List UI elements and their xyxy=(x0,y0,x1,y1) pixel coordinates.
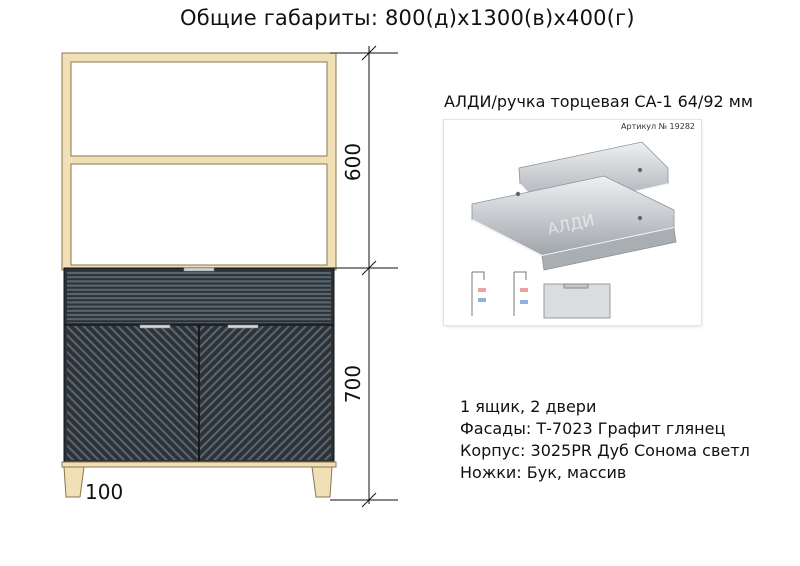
top-section-height: 600 xyxy=(341,143,365,181)
door-groove xyxy=(115,326,198,409)
door-groove xyxy=(212,341,331,460)
door-groove xyxy=(221,350,331,460)
handle-illustration: АЛДИ xyxy=(471,141,677,319)
door-groove xyxy=(280,409,331,460)
door-groove xyxy=(0,325,44,465)
door-groove xyxy=(200,326,291,417)
right-door-pattern xyxy=(0,325,331,465)
door-groove xyxy=(67,350,177,460)
door-groove xyxy=(124,326,198,400)
door-groove xyxy=(255,384,331,460)
left-door-handle xyxy=(139,324,171,329)
base-and-legs xyxy=(61,461,337,498)
leg-height: 100 xyxy=(85,480,124,504)
specifications-list: 1 ящик, 2 двери Фасады: Т-7023 Графит гл… xyxy=(460,396,750,484)
door-groove xyxy=(200,326,257,383)
screw-hole-icon xyxy=(515,191,521,197)
door-groove xyxy=(67,326,198,460)
profile-section-sketch xyxy=(471,271,611,319)
screw-hole-icon xyxy=(637,167,643,173)
door-groove xyxy=(67,384,143,460)
door-groove xyxy=(67,358,169,460)
door-groove xyxy=(200,326,240,366)
right-door-handle xyxy=(227,324,259,329)
door-groove xyxy=(141,326,198,383)
door-groove xyxy=(229,358,331,460)
door-groove xyxy=(200,326,266,392)
door-groove xyxy=(90,326,198,434)
door-groove xyxy=(149,326,198,375)
lower-shelf-opening xyxy=(70,163,328,266)
drawer-front xyxy=(63,267,335,326)
door-groove xyxy=(238,367,331,460)
door-groove xyxy=(67,341,186,460)
handle-title: АЛДИ/ручка торцевая СА-1 64/92 мм xyxy=(444,92,753,111)
door-groove xyxy=(0,325,44,465)
door-groove xyxy=(200,326,300,426)
door-groove xyxy=(67,367,160,460)
door-groove xyxy=(67,409,118,460)
drawer-handle xyxy=(183,267,215,272)
door-groove xyxy=(200,326,308,434)
door-groove xyxy=(158,326,198,366)
door-groove xyxy=(107,326,198,417)
door-groove xyxy=(0,325,69,465)
door-groove xyxy=(98,326,198,426)
door-groove xyxy=(0,325,52,465)
spec-body: Корпус: 3025PR Дуб Сонома светл xyxy=(460,441,750,460)
upper-shelf-opening xyxy=(70,61,328,157)
lower-doors xyxy=(0,324,335,465)
door-groove xyxy=(67,375,152,460)
door-groove xyxy=(67,401,126,460)
door-groove xyxy=(81,326,198,443)
door-groove xyxy=(67,333,194,460)
door-groove xyxy=(67,418,109,460)
spec-composition: 1 ящик, 2 двери xyxy=(460,397,597,416)
door-groove xyxy=(0,325,53,465)
door-groove xyxy=(200,326,232,358)
door-groove xyxy=(67,426,101,460)
door-groove xyxy=(67,435,92,460)
door-groove xyxy=(297,426,331,460)
door-groove xyxy=(200,326,325,451)
door-groove xyxy=(132,326,198,392)
left-leg xyxy=(63,466,85,498)
handle-photo-card: Артикул № 19282 АЛДИ xyxy=(444,120,701,325)
door-groove xyxy=(0,325,61,465)
door-groove xyxy=(0,325,70,465)
door-groove xyxy=(200,326,274,400)
door-groove xyxy=(73,326,198,451)
door-groove xyxy=(200,326,249,375)
screw-hole-icon xyxy=(637,215,643,221)
door-groove xyxy=(272,401,331,460)
door-groove xyxy=(246,375,331,460)
door-groove xyxy=(0,325,61,465)
left-door-pattern xyxy=(0,325,198,465)
right-leg xyxy=(311,466,333,498)
door-groove xyxy=(263,392,331,460)
door-groove xyxy=(166,326,198,358)
dimension-lines xyxy=(330,45,398,508)
door-groove xyxy=(0,325,35,465)
overall-dimensions-title: Общие габариты: 800(д)x1300(в)x400(г) xyxy=(180,6,635,30)
door-groove xyxy=(200,326,283,409)
spec-legs: Ножки: Бук, массив xyxy=(460,463,627,482)
article-number: Артикул № 19282 xyxy=(621,122,695,131)
door-groove xyxy=(67,392,135,460)
door-groove xyxy=(289,418,331,460)
bottom-section-height: 700 xyxy=(341,365,365,403)
spec-facades: Фасады: Т-7023 Графит глянец xyxy=(460,419,726,438)
door-groove xyxy=(200,326,317,443)
door-groove xyxy=(200,326,331,460)
door-groove xyxy=(204,333,331,460)
open-shelf-unit xyxy=(61,52,337,271)
door-groove xyxy=(306,435,331,460)
